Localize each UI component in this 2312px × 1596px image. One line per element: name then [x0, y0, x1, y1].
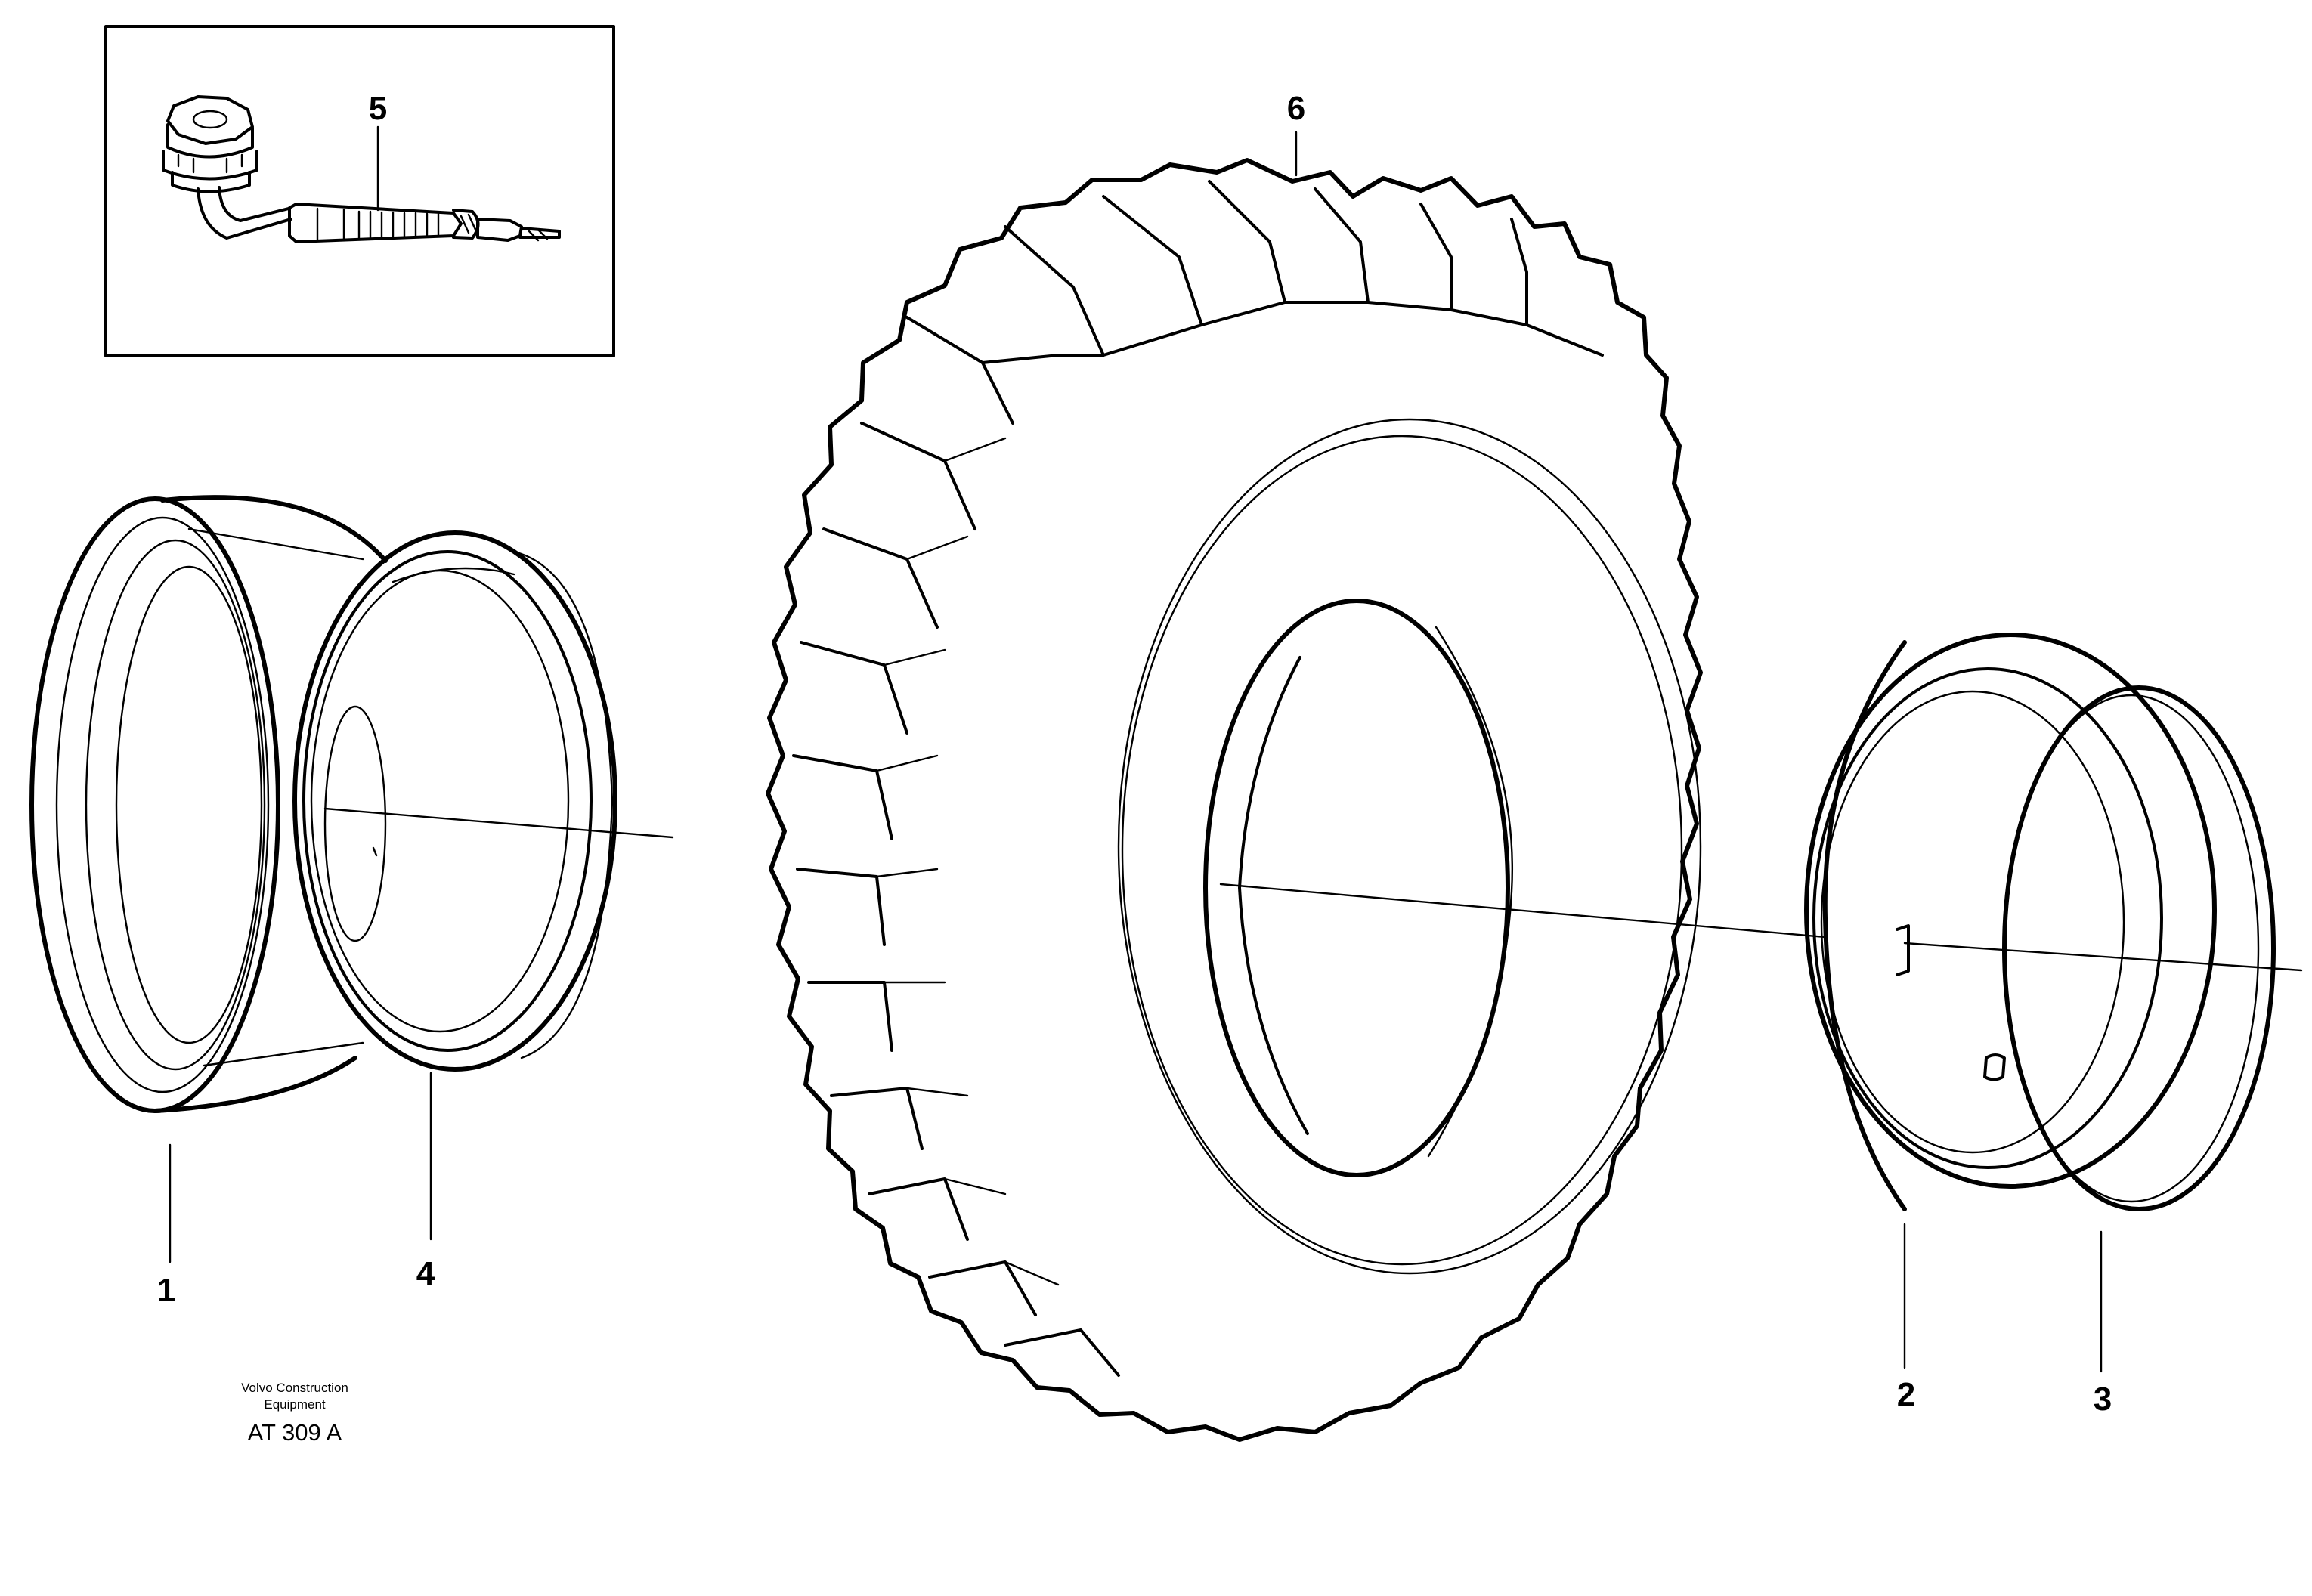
caption-brand-line1: Volvo Construction	[241, 1381, 348, 1395]
inset-frame	[104, 25, 615, 357]
callout-6: 6	[1287, 90, 1305, 127]
assembly-axis	[323, 807, 2303, 972]
callout-2: 2	[1897, 1376, 1915, 1413]
valve-inset: 5	[104, 25, 615, 357]
side-ring-drawing	[1804, 633, 2217, 1211]
tire-valve-drawing	[162, 95, 561, 243]
drawing-caption: Volvo Construction Equipment AT 309 A	[181, 1380, 408, 1446]
callout-1: 1	[157, 1272, 175, 1309]
rim-drawing	[29, 495, 388, 1113]
lock-ring-drawing	[1983, 685, 2276, 1211]
callout-3: 3	[2094, 1381, 2112, 1418]
tire-drawing	[766, 158, 1703, 1442]
flange-ring-drawing	[292, 530, 617, 1072]
caption-drawing-code: AT 309 A	[247, 1419, 342, 1446]
caption-brand-line2: Equipment	[264, 1397, 326, 1412]
callout-4: 4	[416, 1255, 435, 1292]
callout-5: 5	[369, 90, 387, 127]
